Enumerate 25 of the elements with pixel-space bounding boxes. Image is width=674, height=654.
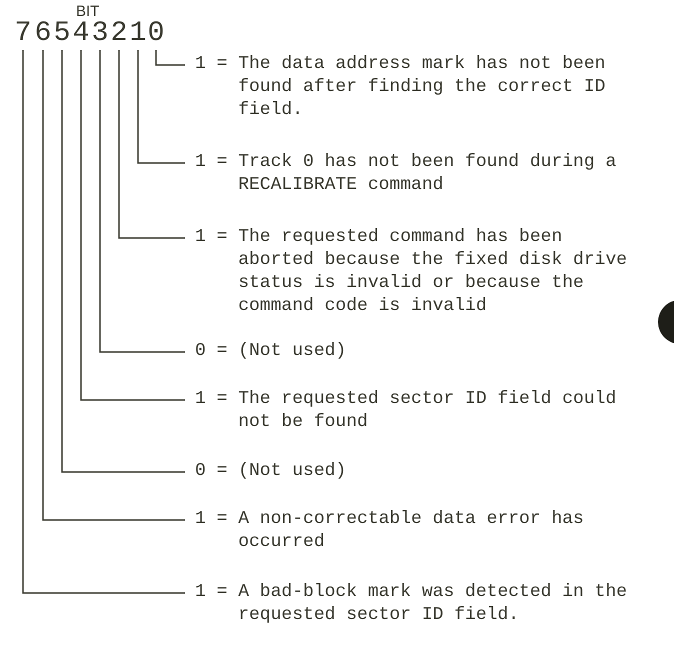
leader-line <box>22 50 185 594</box>
bit-number: 6 <box>34 20 52 48</box>
leader-line <box>118 50 185 239</box>
leader-line <box>137 50 185 164</box>
leader-line <box>42 50 185 521</box>
leader-line <box>80 50 185 401</box>
bit-description: 1 = A non-correctable data error has occurred <box>195 508 638 554</box>
bit-description: 1 = Track 0 has not been found during a RECALIBRATE command <box>195 151 638 197</box>
bit-description: 1 = The data address mark has not been found after finding the correct ID field. <box>195 53 638 122</box>
bit-number: 3 <box>92 20 108 48</box>
leader-line <box>61 50 185 473</box>
bit-description: 1 = The requested sector ID field could not be found <box>195 388 638 434</box>
bit-description: 1 = A bad-block mark was detected in the requested sector ID field. <box>195 581 638 627</box>
bit-number: 7 <box>14 20 32 48</box>
bit-number: 0 <box>148 20 164 48</box>
bit-number: 2 <box>110 20 128 48</box>
bit-number: 1 <box>130 20 146 48</box>
bit-number: 5 <box>54 20 70 48</box>
leader-line <box>99 50 185 353</box>
bit-description: 1 = The requested command has been aborted because the fixed disk drive status is invalid or because the command code is invalid <box>195 226 638 318</box>
leader-line <box>155 50 185 66</box>
bit-heading: BIT <box>76 4 100 20</box>
bit-description: 0 = (Not used) <box>195 460 638 483</box>
bit-number: 4 <box>72 20 90 48</box>
bit-description: 0 = (Not used) <box>195 340 638 363</box>
